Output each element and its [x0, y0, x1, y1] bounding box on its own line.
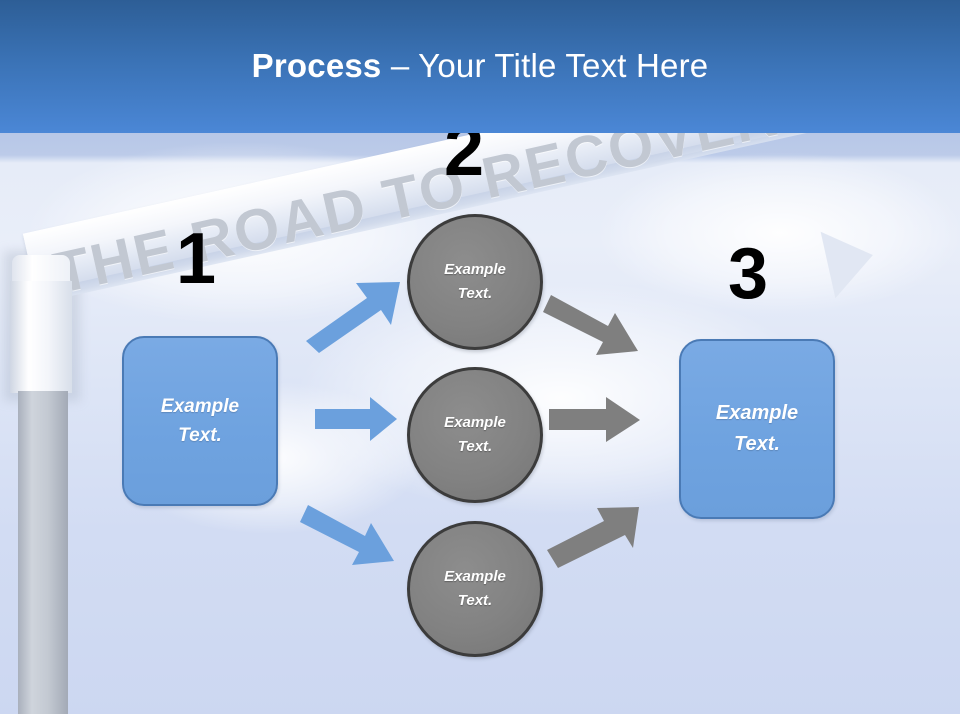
process-box-output[interactable]: Example Text.	[679, 339, 835, 519]
process-circle-3-line2: Text.	[457, 592, 493, 609]
process-circle-3-label: Example Text.	[444, 565, 506, 613]
slide-bottom-edge	[0, 714, 960, 720]
process-circle-2-label: Example Text.	[444, 411, 506, 459]
process-circle-2-line1: Example	[444, 414, 506, 431]
process-box-input-label: Example Text.	[161, 392, 239, 451]
process-circle-1[interactable]: Example Text.	[407, 214, 543, 350]
title-band	[0, 0, 960, 133]
process-circle-2-line2: Text.	[457, 438, 493, 455]
process-circle-2[interactable]: Example Text.	[407, 367, 543, 503]
process-circle-3[interactable]: Example Text.	[407, 521, 543, 657]
process-box-output-line2: Text.	[734, 433, 780, 455]
page-title-regular: – Your Title Text Here	[381, 47, 709, 84]
sign-post-pole	[18, 391, 68, 720]
page-title: Process – Your Title Text Here	[0, 47, 960, 85]
step-number-3: 3	[728, 234, 769, 314]
sign-post-bracket	[10, 281, 72, 393]
sign-post-cap	[12, 255, 70, 285]
step-number-1: 1	[176, 219, 217, 299]
process-circle-1-line2: Text.	[457, 285, 493, 302]
process-circle-1-label: Example Text.	[444, 258, 506, 306]
process-box-output-label: Example Text.	[716, 398, 798, 460]
process-circle-3-line1: Example	[444, 568, 506, 585]
cloud-shape	[600, 153, 960, 313]
process-box-output-line1: Example	[715, 402, 799, 424]
page-title-bold: Process	[251, 47, 382, 84]
process-circle-1-line1: Example	[444, 261, 506, 278]
process-box-input-line1: Example	[160, 395, 240, 417]
process-box-input[interactable]: Example Text.	[122, 336, 278, 506]
process-box-input-line2: Text.	[178, 425, 222, 446]
street-sign-tip	[820, 221, 881, 299]
